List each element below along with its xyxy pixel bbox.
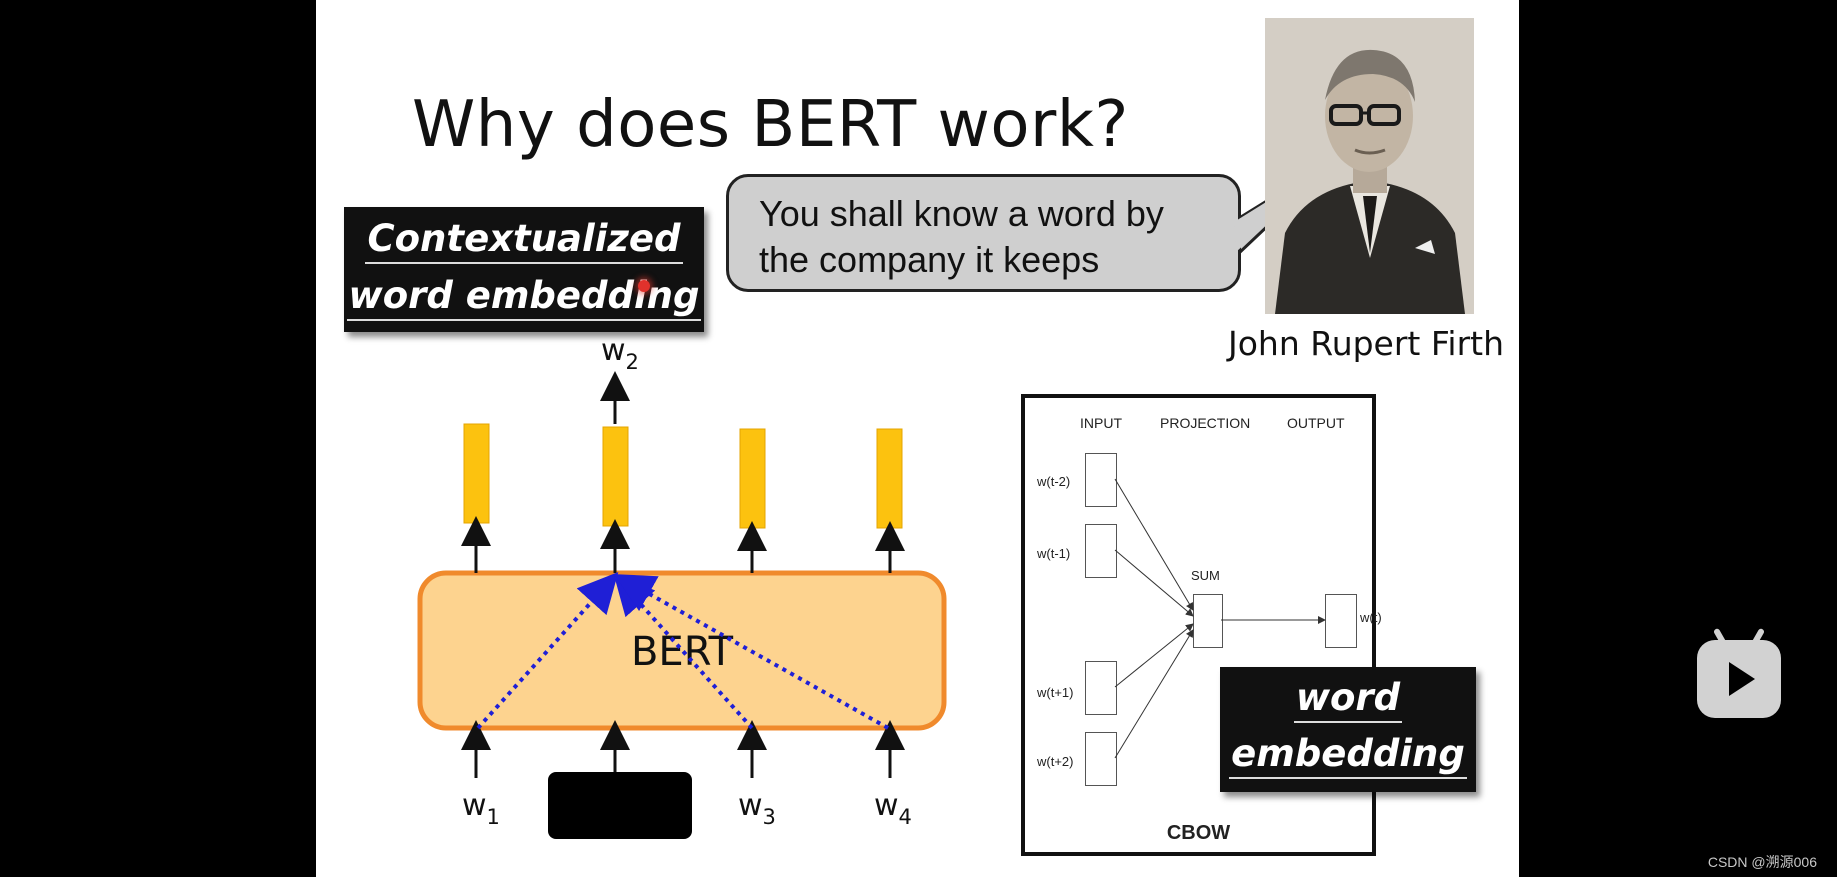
cbow-input-box bbox=[1085, 453, 1117, 507]
bert-label: BERT bbox=[631, 629, 734, 675]
output-vector-1 bbox=[463, 423, 490, 524]
cbow-header-projection: PROJECTION bbox=[1160, 415, 1251, 431]
cbow-output-box bbox=[1325, 594, 1357, 648]
quote-line-2: the company it keeps bbox=[759, 239, 1100, 280]
label-line-1: word bbox=[1293, 676, 1403, 723]
masked-token bbox=[548, 772, 692, 839]
bert-diagram: BERT w2 w1 w3 w4 bbox=[417, 333, 947, 839]
cbow-input-label: w(t+1) bbox=[1037, 685, 1074, 700]
pointer-dot bbox=[638, 280, 650, 292]
watermark: CSDN @溯源006 bbox=[1707, 854, 1817, 870]
portrait-illustration bbox=[1265, 18, 1474, 314]
output-vector-2 bbox=[602, 426, 629, 527]
output-vector-4 bbox=[876, 428, 903, 529]
cbow-input-label: w(t-1) bbox=[1037, 546, 1071, 561]
bert-block bbox=[417, 570, 947, 731]
cbow-input-box bbox=[1085, 732, 1117, 786]
output-word: w2 bbox=[601, 333, 639, 374]
play-ear-right bbox=[1750, 627, 1766, 647]
cbow-sum-box bbox=[1193, 594, 1223, 648]
cbow-output-label: w(t) bbox=[1360, 610, 1382, 625]
attention-line-4 bbox=[614, 574, 889, 730]
attention-line-1 bbox=[476, 572, 619, 730]
input-word-1: w1 bbox=[462, 788, 500, 829]
play-ear-left bbox=[1712, 627, 1728, 647]
cbow-input-label: w(t-2) bbox=[1037, 474, 1071, 489]
label-line-1: Contextualized bbox=[365, 217, 683, 264]
cbow-sum-label: SUM bbox=[1191, 568, 1220, 583]
word-embedding-label: word embedding bbox=[1220, 667, 1476, 792]
cbow-header-output: OUTPUT bbox=[1287, 415, 1345, 431]
slide: Why does BERT work? Contextualized word … bbox=[316, 0, 1519, 877]
firth-portrait bbox=[1265, 18, 1474, 314]
cbow-header-input: INPUT bbox=[1080, 415, 1122, 431]
quote-line-1: You shall know a word by bbox=[759, 193, 1164, 234]
cbow-connections bbox=[1114, 478, 1326, 759]
quote-bubble: You shall know a word by the company it … bbox=[726, 174, 1241, 292]
person-name: John Rupert Firth bbox=[1228, 324, 1505, 363]
cbow-input-label: w(t+2) bbox=[1037, 754, 1074, 769]
output-vector-3 bbox=[739, 428, 766, 529]
cbow-caption: CBOW bbox=[1166, 822, 1231, 844]
contextualized-embedding-label: Contextualized word embedding bbox=[344, 207, 704, 332]
cbow-input-box bbox=[1085, 524, 1117, 578]
cbow-input-box bbox=[1085, 661, 1117, 715]
input-word-3: w3 bbox=[738, 788, 776, 829]
play-triangle-icon bbox=[1729, 662, 1755, 696]
input-word-4: w4 bbox=[874, 788, 912, 829]
slide-title: Why does BERT work? bbox=[412, 88, 1129, 162]
label-line-2: embedding bbox=[1229, 732, 1467, 779]
bilibili-play-icon[interactable] bbox=[1697, 627, 1781, 718]
